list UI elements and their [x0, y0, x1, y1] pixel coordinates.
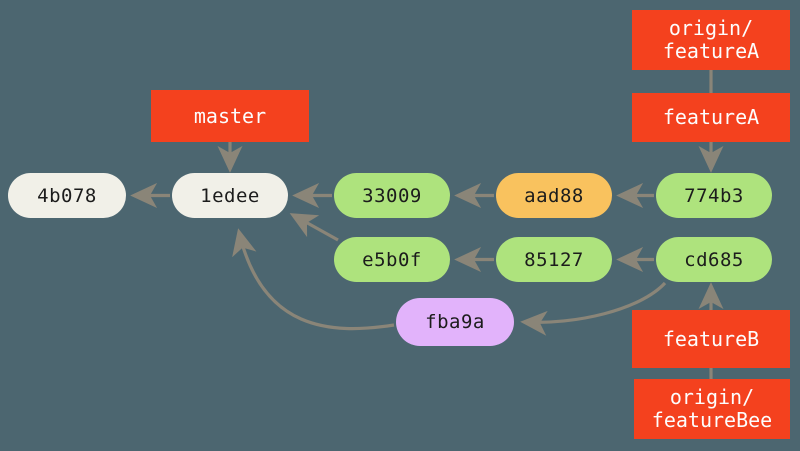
commit-node-cd685[interactable]: cd685	[656, 237, 772, 282]
ref-label-master[interactable]: master	[151, 90, 309, 142]
commit-node-fba9a[interactable]: fba9a	[396, 298, 514, 346]
commit-node-1edee[interactable]: 1edee	[172, 173, 288, 218]
commit-node-774b3[interactable]: 774b3	[656, 173, 772, 218]
ref-label-origin-featureBee[interactable]: origin/ featureBee	[634, 379, 790, 439]
commit-node-4b078[interactable]: 4b078	[8, 173, 126, 218]
ref-label-featureB[interactable]: featureB	[632, 310, 790, 368]
commit-node-e5b0f[interactable]: e5b0f	[334, 237, 450, 282]
ref-label-origin-featureA[interactable]: origin/ featureA	[632, 10, 790, 70]
edge-e5b0f-to-1edee	[289, 213, 339, 242]
ref-label-featureA[interactable]: featureA	[632, 93, 790, 142]
commit-node-aad88[interactable]: aad88	[496, 173, 612, 218]
commit-node-33009[interactable]: 33009	[334, 173, 450, 218]
commit-node-85127[interactable]: 85127	[496, 237, 612, 282]
